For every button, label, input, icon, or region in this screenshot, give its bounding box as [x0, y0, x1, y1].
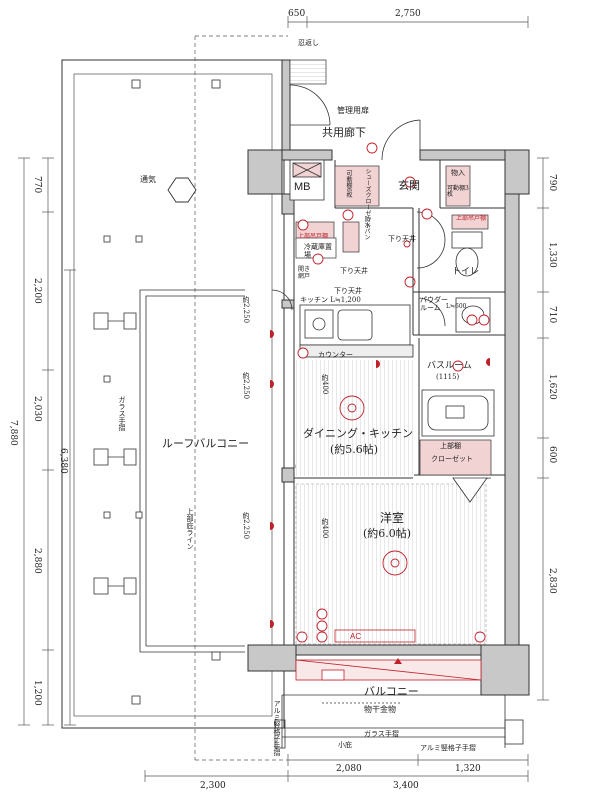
label-shoes-closet: シューズクローゼット [364, 168, 371, 228]
dim-left-6380: 6,380 [58, 448, 68, 474]
label-h2250-a: 約2,250 [242, 296, 250, 324]
label-upper-hanging-left: 上部吊戸棚 [298, 233, 329, 240]
shinobi-gaeshi [289, 59, 327, 85]
label-sagari-1: 下り天井 [388, 235, 416, 243]
dim-bottom-2080: 2,080 [336, 764, 362, 774]
label-dining-size: (約5.6帖) [330, 443, 379, 456]
toilet-fixture [451, 231, 483, 277]
label-roof-balcony: ルーフバルコニー [162, 437, 250, 450]
label-dining: ダイニング・キッチン [303, 427, 413, 440]
dining-floor [296, 360, 414, 476]
label-powder: パウダールーム [420, 296, 448, 313]
dim-left-2880: 2,880 [32, 548, 42, 574]
label-kadou-left: 可動棚6枚 [345, 170, 352, 198]
label-h400-b: 約400 [321, 518, 329, 539]
label-counter: カウンター [318, 351, 353, 359]
dim-left-7880: 7,880 [8, 420, 18, 446]
kitchen-unit [299, 304, 414, 358]
label-balcony: バルコニー [364, 685, 419, 698]
dim-bottom-2300: 2,300 [200, 781, 226, 791]
closet-triangle [452, 477, 488, 503]
dim-left-2030: 2,030 [32, 396, 42, 422]
vent-hexagon [167, 177, 197, 203]
label-glass-rail-bottom: ガラス手摺 [364, 730, 399, 738]
label-alu-rail-left: アルミ竪格子手摺 [273, 700, 281, 756]
dim-top-2750: 2,750 [395, 9, 421, 19]
dim-right-600: 600 [547, 446, 557, 464]
western-closet-dashed [295, 483, 487, 645]
label-kadou-right: 可動棚3枚 [447, 185, 469, 198]
dim-left-2200: 2,200 [32, 278, 42, 304]
label-western: 洋室 [380, 511, 405, 525]
dim-bottom-1320: 1,320 [455, 764, 481, 774]
label-fridge: 冷蔵庫置場 [304, 243, 332, 260]
label-alu-rail-right: アルミ竪格子手摺 [420, 744, 476, 752]
dim-right-1330: 1,330 [547, 242, 557, 268]
label-bath-size: (1115) [436, 373, 460, 381]
shoes-closet [334, 165, 471, 207]
label-storage: 物入 [451, 169, 465, 177]
glass-rail-posts [93, 79, 221, 705]
label-kanri-door: 管理用扉 [337, 106, 369, 115]
label-bousui-pan: 防水パン [363, 216, 370, 240]
label-upper-shelf: 上部棚 [440, 442, 461, 450]
label-genkan: 玄関 [398, 179, 420, 192]
label-ac: AC [350, 632, 362, 641]
balcony-outline [274, 659, 524, 749]
label-closet: クローゼット [431, 455, 473, 463]
label-mb: MB [294, 181, 311, 193]
dim-right-790: 790 [547, 174, 557, 192]
label-upper-hanging-right: 上部吊戸棚 [456, 215, 487, 222]
dim-right-1620: 1,620 [547, 374, 557, 400]
electric-symbols [296, 142, 490, 643]
ceiling-lights [339, 176, 464, 576]
mb-box [289, 159, 325, 201]
label-glass-rail-left: ガラス手摺 [118, 396, 126, 431]
label-tsuki: 通気 [140, 175, 156, 184]
eave-dashed-line [194, 35, 288, 761]
label-toilet: トイレ [452, 267, 480, 277]
ac-unit [334, 629, 416, 643]
roof-balcony-outline [61, 59, 285, 729]
label-h2250-b: 約2,250 [242, 372, 250, 400]
exterior-walls [247, 59, 530, 696]
label-corridor: 共用廊下 [322, 126, 366, 139]
bathtub [421, 389, 495, 437]
label-sagari-2: 下り天井 [340, 267, 368, 275]
dim-left-1200: 1,200 [32, 680, 42, 706]
label-upper-eave: 上部庇ライン [186, 508, 194, 550]
label-kitchen: キッチン L≒1,200 [300, 296, 361, 304]
label-h2250-c: 約2,250 [242, 512, 250, 540]
dimension-lines [18, 16, 549, 782]
label-western-size: (約6.0帖) [363, 527, 412, 540]
dim-top-650: 650 [288, 9, 306, 19]
dim-left-770: 770 [32, 176, 42, 194]
dim-right-710: 710 [547, 306, 557, 324]
drain-mark [394, 658, 402, 664]
label-drying: 物干金物 [364, 705, 396, 714]
label-shinobi: 忍返し [298, 39, 319, 47]
label-h400-a: 約400 [321, 374, 329, 395]
label-sagari-3: 下り天井 [334, 287, 362, 295]
label-powder-l: L≒600 [446, 303, 467, 310]
label-bathroom: バスルーム [427, 361, 472, 371]
label-air-window: 開き網戸 [298, 266, 311, 281]
window-marks [270, 330, 490, 628]
dim-right-2830: 2,830 [547, 568, 557, 594]
dim-bottom-3400: 3,400 [393, 781, 419, 791]
label-small-eave: 小庇 [338, 741, 352, 749]
